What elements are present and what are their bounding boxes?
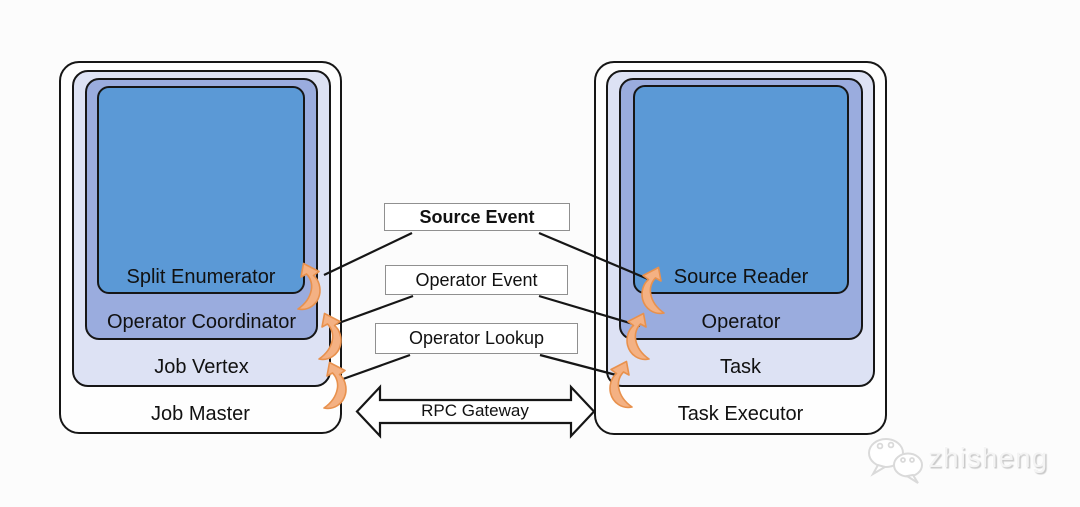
operator-lookup-label-box: Operator Lookup [375, 323, 578, 354]
task-executor-label: Task Executor [677, 403, 804, 425]
wechat-icon [868, 438, 923, 484]
connector-line [335, 294, 414, 326]
connector-line [342, 353, 411, 381]
rpc-gateway-label: RPC Gateway [421, 401, 529, 420]
source-event-label-box: Source Event [384, 203, 570, 231]
operator-label: Operator [701, 311, 781, 333]
task-label: Task [719, 356, 762, 378]
source-reader-label: Source Reader [673, 266, 809, 288]
split-enumerator-label: Split Enumerator [126, 266, 276, 288]
source-reader-box [633, 85, 849, 294]
job-vertex-label: Job Vertex [154, 356, 249, 378]
watermark-text: zhisheng [928, 442, 1049, 473]
operator-coordinator-label: Operator Coordinator [107, 311, 296, 333]
job-master-label: Job Master [151, 403, 250, 425]
watermark: zhisheng [866, 434, 1076, 494]
split-enumerator-box [97, 86, 305, 294]
operator-event-label-box: Operator Event [385, 265, 568, 295]
